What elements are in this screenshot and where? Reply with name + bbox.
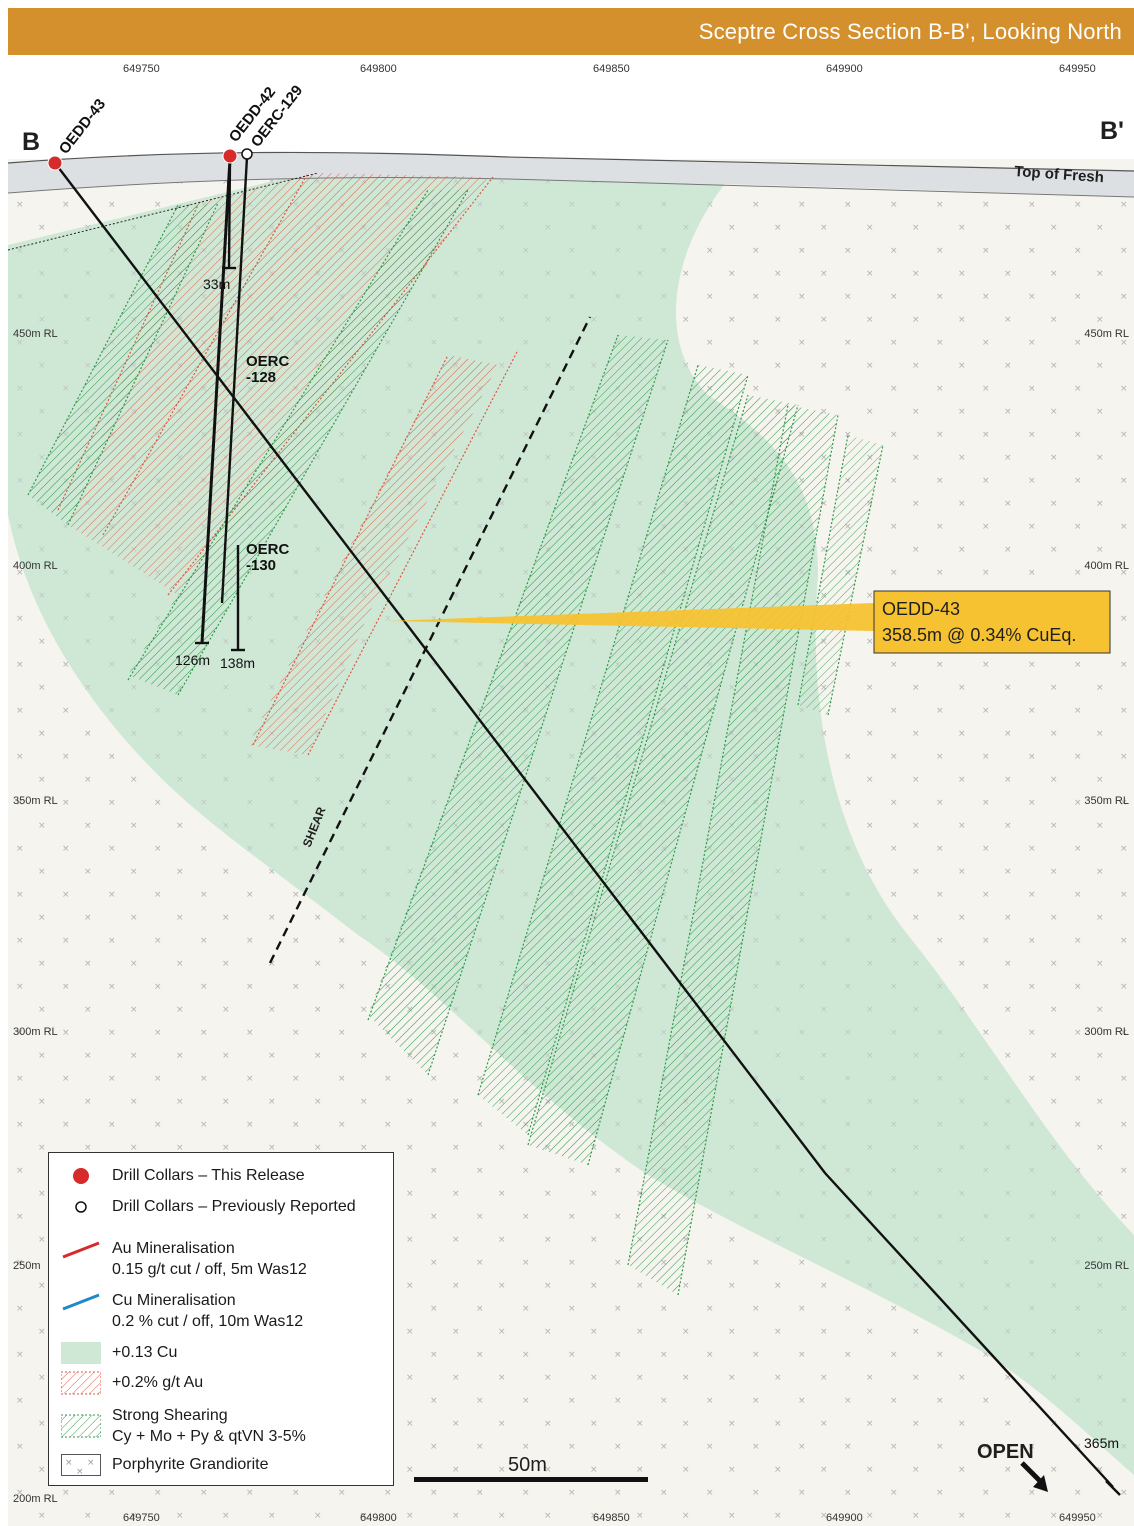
easting-label-top: 649950 (1059, 63, 1096, 75)
shear-traces (27, 189, 884, 1296)
open-label: OPEN (977, 1441, 1034, 1463)
easting-label-bottom: 649850 (593, 1512, 630, 1524)
section-end-label: B' (1100, 117, 1124, 145)
rl-label-right: 450m RL (1084, 328, 1129, 340)
depth-label-138m: 138m (220, 655, 255, 671)
easting-label-bottom: 649800 (360, 1512, 397, 1524)
drillhole-oedd-43-trace (54, 162, 1114, 1488)
easting-label-top: 649750 (123, 63, 160, 75)
cross-section-diagram: × × (8, 55, 1134, 1526)
drillhole-oerc-128-trace (220, 156, 249, 604)
rl-label-right: 400m RL (1084, 560, 1129, 572)
red-line-icon (62, 1241, 100, 1259)
cross-section-frame: × × (8, 55, 1134, 1526)
red-collar-icon (73, 1168, 89, 1184)
open-collar-icon (75, 1201, 87, 1213)
legend-sublabel: 0.15 g/t cut / off, 5m Was12 (112, 1261, 307, 1278)
rl-label-right: 350m RL (1084, 795, 1129, 807)
legend-label: +0.2% g/t Au (112, 1374, 204, 1391)
drillhole-oerc-129-trace (227, 158, 232, 268)
weathered-band (8, 152, 1134, 197)
rl-label-left: 350m RL (13, 795, 58, 807)
collar-oedd-43 (47, 155, 63, 171)
sky-area (8, 55, 1134, 159)
label-oerc-130: OERC-130 (246, 541, 290, 574)
callout-pointer (388, 603, 874, 631)
legend-sublabel: 0.2 % cut / off, 10m Was12 (112, 1313, 304, 1330)
red-hatch-swatch (61, 1371, 101, 1395)
callout-box (873, 590, 1111, 654)
easting-label-top: 649900 (826, 63, 863, 75)
section-title: Sceptre Cross Section B-B', Looking Nort… (698, 19, 1122, 44)
drillhole-oedd-43-end-tick (1105, 1480, 1121, 1496)
dotted-boundary (8, 172, 319, 251)
svg-text:×: × (76, 1467, 84, 1477)
rl-label-right: 300m RL (1084, 1026, 1129, 1038)
callout-line2: 358.5m @ 0.34% CuEq. (882, 625, 1076, 645)
shear-line (268, 316, 592, 964)
rl-label-left: 250m (13, 1260, 41, 1272)
rl-labels: 450m RL 400m RL 350m RL 300m RL 250m 200m RL 4… (13, 328, 1129, 1505)
easting-label-top: 649850 (593, 63, 630, 75)
svg-text:×: × (87, 1458, 95, 1468)
au-zone-lower (248, 355, 498, 755)
depth-label-33m: 33m (203, 276, 230, 292)
depth-label-365m: 365m (1084, 1435, 1119, 1451)
rl-label-right: 250m RL (1084, 1260, 1129, 1272)
legend-label: Porphyrite Grandiorite (112, 1456, 269, 1473)
legend-label: +0.13 Cu (112, 1344, 178, 1361)
rl-label-left: 400m RL (13, 560, 58, 572)
section-start-label: B (22, 128, 40, 156)
legend-label: Cu Mineralisation (112, 1292, 236, 1309)
blue-line-icon (62, 1293, 100, 1311)
legend-label: Strong Shearing (112, 1407, 228, 1424)
collar-oedd-42 (222, 148, 238, 164)
scale-bar (414, 1477, 648, 1482)
scale-bar-label: 50m (508, 1454, 547, 1476)
rl-label-left: 200m RL (13, 1493, 58, 1505)
drillhole-oedd-42-trace (200, 158, 232, 644)
open-arrow-head (1033, 1475, 1048, 1492)
depth-label-126m: 126m (175, 652, 210, 668)
open-arrow-shaft (1020, 1461, 1043, 1484)
easting-label-bottom: 649900 (826, 1512, 863, 1524)
top-of-fresh-label: Top of Fresh (1014, 163, 1105, 186)
crosses-swatch: × × × (61, 1454, 101, 1477)
legend-label: Drill Collars – Previously Reported (112, 1198, 356, 1215)
header-bar: Sceptre Cross Section B-B', Looking Nort… (8, 8, 1134, 55)
label-oerc-128: OERC-128 (246, 353, 290, 386)
collar-oerc-129 (241, 148, 253, 160)
callout-line1: OEDD-43 (882, 599, 960, 619)
rl-label-left: 300m RL (13, 1026, 58, 1038)
green-fill-swatch (61, 1342, 101, 1364)
legend-label: Drill Collars – This Release (112, 1167, 305, 1184)
svg-text:×: × (65, 1458, 73, 1468)
legend-sublabel: Cy + Mo + Py & qtVN 3-5% (112, 1428, 306, 1445)
drill-traces (54, 156, 1121, 1496)
legend: Drill Collars – This Release Drill Colla… (48, 1152, 394, 1486)
easting-label-bottom: 649750 (123, 1512, 160, 1524)
easting-label-bottom: 649950 (1059, 1512, 1096, 1524)
legend-label: Au Mineralisation (112, 1240, 235, 1257)
rl-label-left: 450m RL (13, 328, 58, 340)
easting-labels: 649750 649750 649800 649800 649850 649850 6499… (123, 63, 1096, 1524)
easting-label-top: 649800 (360, 63, 397, 75)
green-hatch-swatch (61, 1414, 101, 1438)
